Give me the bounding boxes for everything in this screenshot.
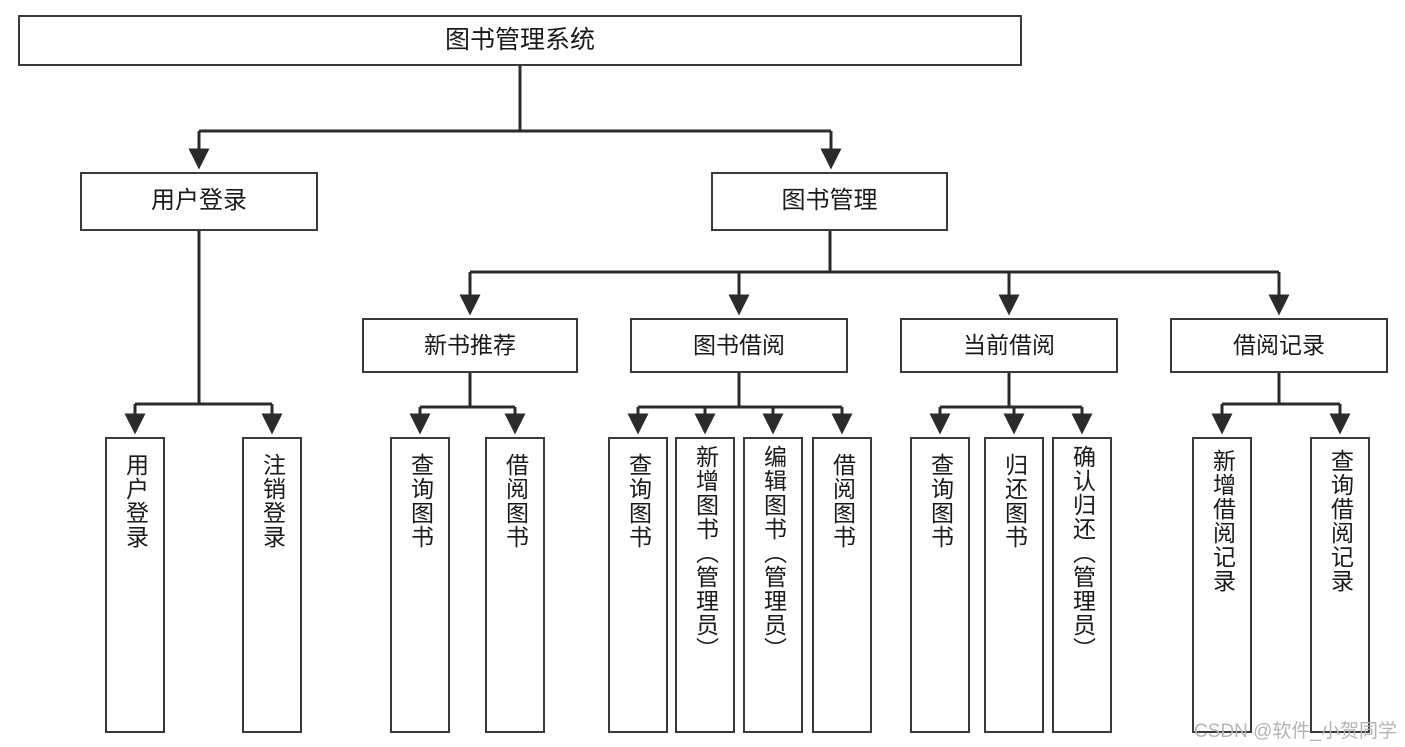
node-borrow-record[interactable]: 借阅记录	[1170, 318, 1388, 373]
node-book-borrow-label: 图书借阅	[693, 331, 785, 358]
node-root-label: 图书管理系统	[444, 25, 595, 54]
node-leaf-add-record-label: 新增借阅记录	[1209, 449, 1236, 593]
node-leaf-borrow-book-label: 借阅图书	[829, 453, 856, 549]
watermark-text: CSDN @软件_小贺同学	[1194, 721, 1397, 742]
node-leaf-borrow-book-rec[interactable]: 借阅图书	[485, 437, 545, 733]
node-current-borrow[interactable]: 当前借阅	[900, 318, 1118, 373]
node-current-borrow-label: 当前借阅	[963, 331, 1055, 358]
node-leaf-add-book[interactable]: 新增图书（管理员）	[675, 437, 735, 733]
node-root[interactable]: 图书管理系统	[18, 15, 1022, 66]
node-book-manage-label: 图书管理	[781, 187, 878, 215]
node-leaf-query-book-rec-label: 查询图书	[407, 453, 434, 549]
node-leaf-return-book[interactable]: 归还图书	[984, 437, 1044, 733]
node-leaf-query-book-cur[interactable]: 查询图书	[910, 437, 970, 733]
node-leaf-query-record[interactable]: 查询借阅记录	[1310, 437, 1370, 733]
node-leaf-query-book-bor[interactable]: 查询图书	[608, 437, 668, 733]
node-leaf-query-book-cur-label: 查询图书	[927, 453, 954, 549]
node-leaf-query-book-rec[interactable]: 查询图书	[390, 437, 450, 733]
node-book-borrow[interactable]: 图书借阅	[630, 318, 848, 373]
node-user-login[interactable]: 用户登录	[80, 172, 318, 231]
node-leaf-edit-book-label: 编辑图书（管理员）	[760, 445, 787, 661]
node-leaf-query-record-label: 查询借阅记录	[1327, 449, 1354, 593]
node-leaf-borrow-book-rec-label: 借阅图书	[502, 453, 529, 549]
node-leaf-add-record[interactable]: 新增借阅记录	[1192, 437, 1252, 733]
node-leaf-edit-book[interactable]: 编辑图书（管理员）	[743, 437, 803, 733]
node-leaf-user-login[interactable]: 用户登录	[105, 437, 165, 733]
node-leaf-query-book-bor-label: 查询图书	[625, 453, 652, 549]
node-leaf-return-book-label: 归还图书	[1001, 453, 1028, 549]
node-new-book-rec-label: 新书推荐	[424, 331, 516, 358]
node-leaf-confirm-return-label: 确认归还（管理员）	[1069, 445, 1096, 661]
node-leaf-user-logout[interactable]: 注销登录	[242, 437, 302, 733]
node-leaf-user-login-label: 用户登录	[122, 453, 149, 549]
node-leaf-borrow-book[interactable]: 借阅图书	[812, 437, 872, 733]
node-borrow-record-label: 借阅记录	[1233, 331, 1325, 358]
node-leaf-user-logout-label: 注销登录	[259, 453, 286, 549]
node-leaf-add-book-label: 新增图书（管理员）	[692, 445, 719, 661]
node-leaf-confirm-return[interactable]: 确认归还（管理员）	[1052, 437, 1112, 733]
node-new-book-rec[interactable]: 新书推荐	[362, 318, 578, 373]
node-book-manage[interactable]: 图书管理	[711, 172, 948, 231]
node-user-login-label: 用户登录	[151, 187, 247, 215]
